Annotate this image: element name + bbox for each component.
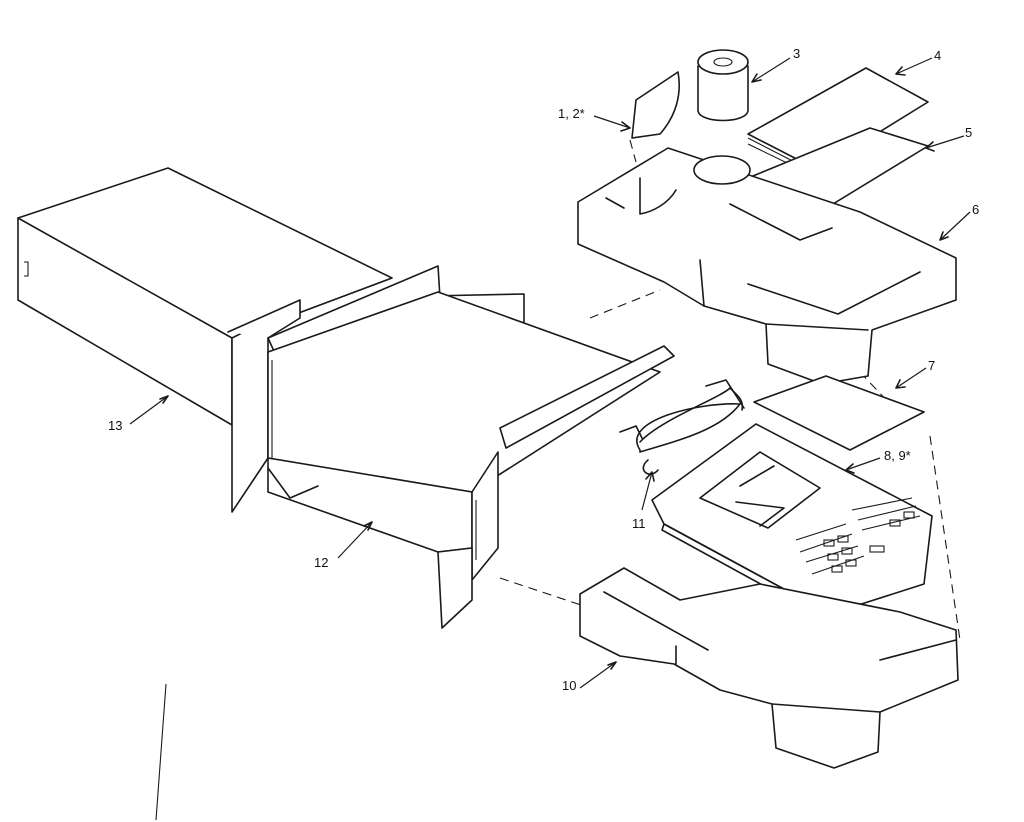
- part-label-12: 12: [314, 555, 328, 570]
- part-label-8-9: 8, 9*: [884, 448, 911, 463]
- part-label-13: 13: [108, 418, 122, 433]
- part-label-1-2: 1, 2*: [558, 106, 585, 121]
- edge-line: [155, 683, 167, 821]
- assembly-line: [929, 435, 961, 641]
- leader-lines: [129, 57, 971, 689]
- inner-carton: [227, 265, 675, 629]
- part-label-7: 7: [928, 358, 935, 373]
- paper-roll: [697, 49, 749, 122]
- lower-foam-insert: [579, 567, 959, 769]
- part-label-3: 3: [793, 46, 800, 61]
- keypad: [795, 497, 921, 575]
- part-label-6: 6: [972, 202, 979, 217]
- part-label-5: 5: [965, 125, 972, 140]
- assembly-line: [629, 139, 637, 163]
- upper-foam-insert: [577, 147, 957, 385]
- part-label-11: 11: [632, 516, 646, 531]
- assembly-line: [499, 577, 591, 609]
- part-label-10: 10: [562, 678, 576, 693]
- part-label-4: 4: [934, 48, 941, 63]
- power-cord: [619, 379, 745, 475]
- part-labels: 1, 2* 3 4 5 6 7 8, 9* 10 11 12 13: [108, 46, 979, 693]
- assembly-line: [589, 289, 661, 319]
- instruction-card: [631, 71, 680, 139]
- cover-sheet: [753, 375, 925, 451]
